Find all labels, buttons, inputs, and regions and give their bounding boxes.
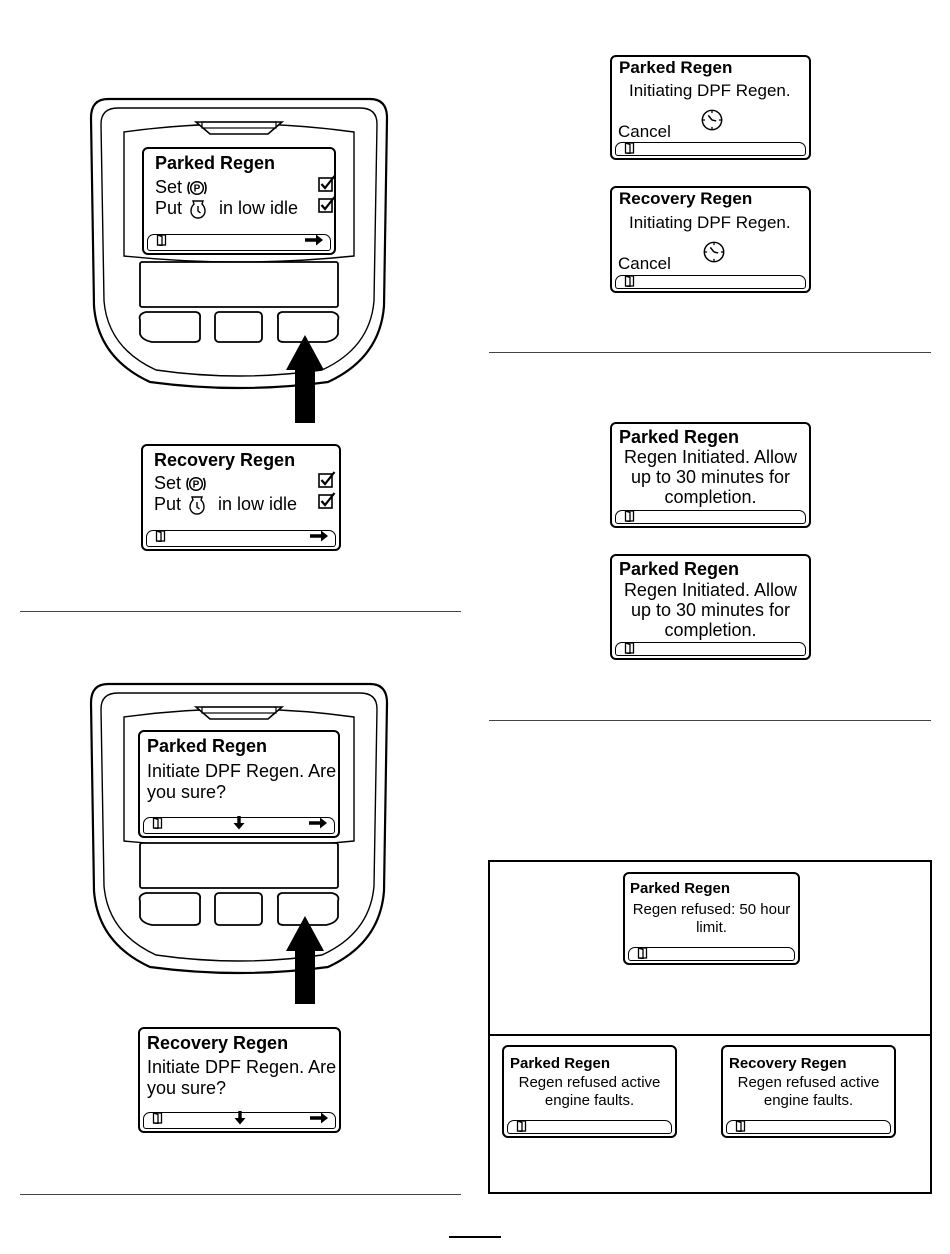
screen-title: Parked Regen <box>619 58 733 77</box>
exit-icon <box>155 530 167 542</box>
section-divider <box>20 1194 461 1195</box>
screen-title: Recovery Regen <box>619 189 753 208</box>
cancel-label[interactable]: Cancel <box>618 122 671 141</box>
status-message: Initiating DPF Regen. <box>629 213 791 232</box>
put-label: Put <box>155 198 183 218</box>
status-line1: Regen Initiated. Allow <box>623 447 798 467</box>
exit-icon <box>735 1120 747 1132</box>
checkbox-checked-icon <box>318 471 336 489</box>
refused-line1: Regen refused active <box>518 1074 661 1091</box>
softkey-bar <box>615 275 806 289</box>
panel-divider <box>489 1034 931 1036</box>
exit-icon <box>516 1120 528 1132</box>
arrow-right-icon <box>308 816 328 830</box>
refused-line2: limit. <box>696 919 727 936</box>
softkey-bar <box>726 1120 891 1134</box>
parked-regen-initiating-screen: Parked Regen Initiating DPF Regen. Cance… <box>610 55 811 160</box>
section-divider <box>489 352 931 353</box>
exit-icon <box>624 275 636 287</box>
refused-line1: Regen refused: 50 hour <box>632 901 791 918</box>
screen-title: Recovery Regen <box>729 1055 847 1072</box>
set-label: Set <box>154 473 182 493</box>
refused-line2: engine faults. <box>763 1092 854 1109</box>
clock-icon <box>702 240 726 264</box>
confirm-message-line1: Initiate DPF Regen. Are <box>147 761 337 781</box>
arrow-right-icon <box>304 233 324 247</box>
parked-regen-initiated-screen-2: Parked Regen Regen Initiated. Allow up t… <box>610 554 811 660</box>
parking-brake-icon <box>185 475 207 493</box>
section-divider <box>20 611 461 612</box>
clock-icon <box>700 108 724 132</box>
press-arrow-up-icon <box>286 335 324 423</box>
softkey-bar <box>615 142 806 156</box>
exit-icon <box>152 1112 164 1124</box>
status-message: Initiating DPF Regen. <box>629 81 791 100</box>
section-divider <box>489 720 931 721</box>
page-footer-rule <box>449 1236 501 1238</box>
screen-title: Parked Regen <box>619 559 740 579</box>
screen-title: Parked Regen <box>155 153 276 173</box>
exit-icon <box>156 234 168 246</box>
recovery-regen-initiate-screen: Recovery Regen Initiate DPF Regen. Are y… <box>138 1027 341 1133</box>
screen-title: Parked Regen <box>510 1055 611 1072</box>
screen-title: Recovery Regen <box>147 1033 289 1053</box>
throttle-icon <box>189 495 205 515</box>
arrow-right-icon <box>309 529 329 543</box>
exit-icon <box>624 142 636 154</box>
regen-refused-faults-recovery-screen: Recovery Regen Regen refused active engi… <box>721 1045 896 1138</box>
regen-refused-faults-parked-screen: Parked Regen Regen refused active engine… <box>502 1045 677 1138</box>
checkbox-checked-icon <box>318 492 336 510</box>
exit-icon <box>152 817 164 829</box>
softkey-bar <box>615 642 806 656</box>
screen-title: Recovery Regen <box>154 450 296 470</box>
parking-brake-icon <box>186 179 208 197</box>
status-line3: completion. <box>664 620 757 640</box>
put-label: Put <box>154 494 182 514</box>
arrow-right-icon <box>309 1111 329 1125</box>
refused-line1: Regen refused active <box>737 1074 880 1091</box>
softkey-bar <box>146 530 336 547</box>
status-line2: up to 30 minutes for <box>630 600 791 620</box>
parked-regen-initiated-screen-1: Parked Regen Regen Initiated. Allow up t… <box>610 422 811 528</box>
regen-refused-limit-screen: Parked Regen Regen refused: 50 hour limi… <box>623 872 800 965</box>
softkey-bar <box>143 817 335 834</box>
low-idle-label: in low idle <box>218 494 298 514</box>
exit-icon <box>624 510 636 522</box>
regen-refused-panel <box>488 860 932 1194</box>
confirm-message-line1: Initiate DPF Regen. Are <box>147 1057 337 1077</box>
screen-title: Parked Regen <box>147 736 268 756</box>
press-arrow-up-icon <box>286 916 324 1004</box>
softkey-bar <box>628 947 795 961</box>
arrow-down-icon <box>233 816 245 830</box>
confirm-message-line2: you sure? <box>147 1078 227 1098</box>
checkbox-checked-icon <box>318 196 336 214</box>
softkey-bar <box>615 510 806 524</box>
cancel-label[interactable]: Cancel <box>618 254 671 273</box>
status-line1: Regen Initiated. Allow <box>623 580 798 600</box>
checkbox-checked-icon <box>318 175 336 193</box>
exit-icon <box>624 642 636 654</box>
throttle-icon <box>190 199 206 219</box>
set-label: Set <box>155 177 183 197</box>
softkey-bar <box>143 1112 336 1129</box>
softkey-bar <box>507 1120 672 1134</box>
recovery-regen-set-screen: Recovery Regen Set Put in low idle <box>141 444 341 551</box>
arrow-down-icon <box>234 1111 246 1125</box>
status-line3: completion. <box>664 487 757 507</box>
parked-regen-set-screen: Parked Regen Set Put in low idle <box>142 147 336 255</box>
recovery-regen-initiating-screen: Recovery Regen Initiating DPF Regen. Can… <box>610 186 811 293</box>
low-idle-label: in low idle <box>219 198 299 218</box>
screen-title: Parked Regen <box>630 880 731 897</box>
exit-icon <box>637 947 649 959</box>
refused-line2: engine faults. <box>544 1092 635 1109</box>
parked-regen-initiate-screen: Parked Regen Initiate DPF Regen. Are you… <box>138 730 340 838</box>
softkey-bar <box>147 234 331 251</box>
screen-title: Parked Regen <box>619 427 740 447</box>
confirm-message-line2: you sure? <box>147 782 227 802</box>
status-line2: up to 30 minutes for <box>630 467 791 487</box>
